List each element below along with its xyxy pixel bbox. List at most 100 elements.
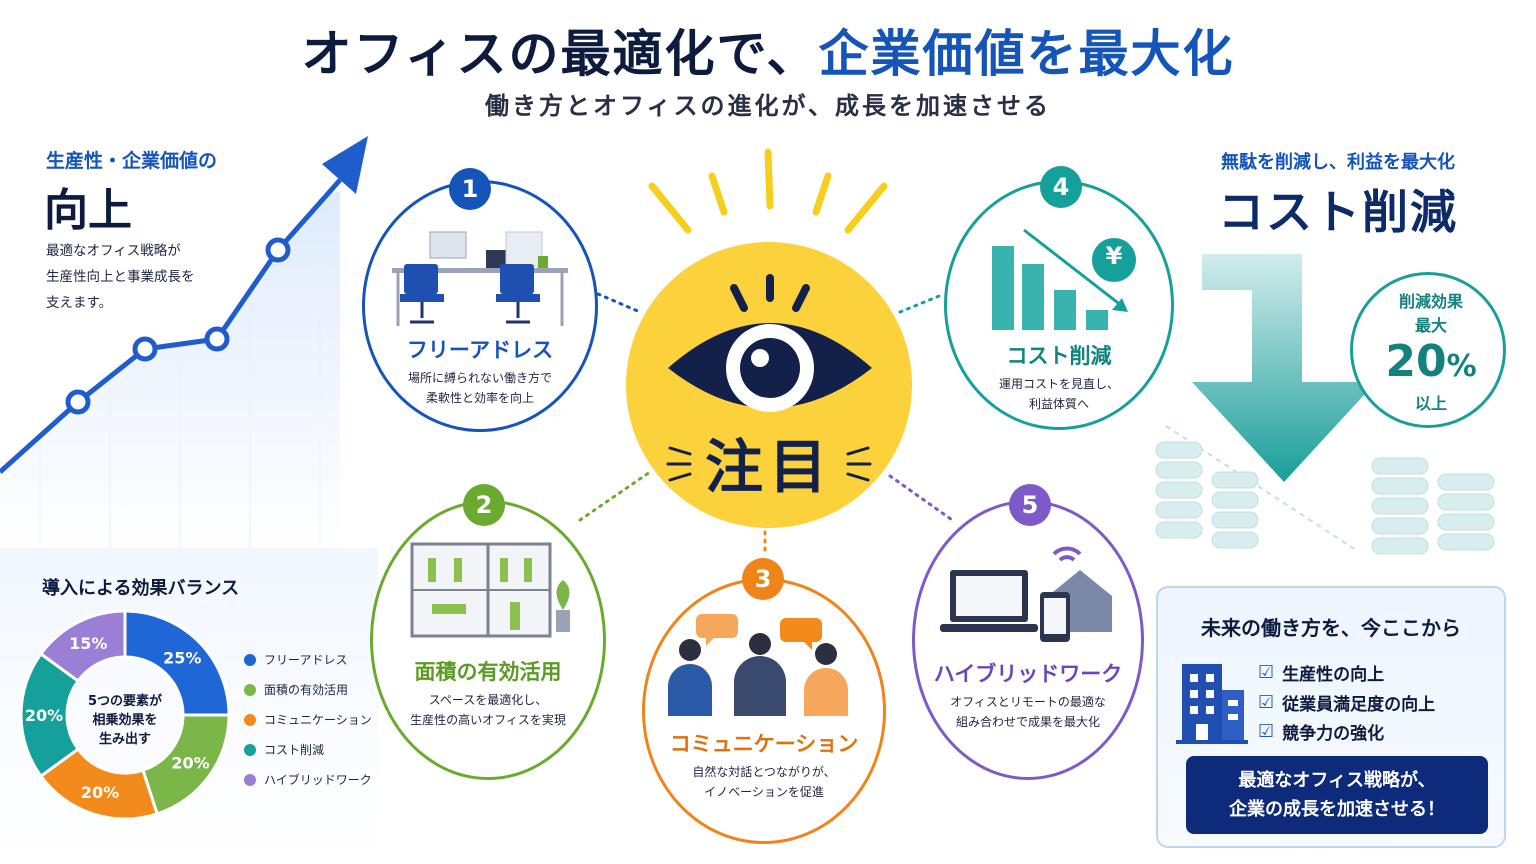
reduction-effect-badge [1350,272,1506,428]
cost-title: コスト削減 [1218,185,1458,239]
node-description: オフィスとリモートの最適な 組み合わせで成果を最大化 [912,692,1144,732]
cost-down-arrow-graphic [1155,254,1495,555]
node-desc-line: イノベーションを促進 [704,785,824,799]
node-description: 自然な対話とつながりが、 イノベーションを促進 [642,762,886,802]
legend-item-space: 面積の有効活用 [244,681,348,698]
check-label: 従業員満足度の向上 [1282,695,1436,715]
check-item-productivity: ☑ 生産性の向上 [1258,660,1384,685]
node-desc-line: 運用コストを見直し、 [998,377,1119,391]
effect-label: 削減効果 [1398,292,1463,311]
donut-slice [123,609,231,717]
node-description: スペースを最適化し、 生産性の高いオフィスを実現 [370,690,606,730]
legend-label: コスト削減 [264,743,325,757]
node-number-badge: 5 [1009,484,1051,526]
node-title: ハイブリッドワーク [933,662,1123,686]
page-title: オフィスの最適化で、企業価値を最大化 [0,14,1536,86]
node-description: 運用コストを見直し、 利益体質へ [944,374,1174,414]
effect-label-above: 以上 [1414,394,1447,413]
legend-item-free-address: フリーアドレス [244,651,348,668]
donut-center-line: 相乗効果を [92,713,158,728]
office-building-icon [1176,664,1248,744]
productivity-heading: 生産性・企業価値の [46,150,218,172]
node-title: コスト削減 [1006,344,1112,368]
page-subtitle: 働き方とオフィスの進化が、成長を加速させる [484,92,1052,120]
legend-label: コミュニケーション [264,713,372,727]
node-number-badge: 1 [449,168,491,210]
node-desc-line: 柔軟性と効率を向上 [425,391,534,405]
effect-value: 20% [1353,336,1509,393]
legend-dot [244,773,256,786]
legend-item-hybrid: ハイブリッドワーク [244,771,372,788]
productivity-title: 向上 [44,185,132,236]
donut-slice-label: 20% [25,706,63,725]
check-item-satisfaction: ☑ 従業員満足度の向上 [1258,690,1435,715]
people-talking-icon [668,614,848,716]
donut-center-line: 5つの要素が [87,694,163,709]
eye-icon [668,274,872,412]
legend-dot [244,743,256,756]
banner-line: 企業の成長を加速させる！ [1229,799,1445,820]
node-desc-line: オフィスとリモートの最適な [950,695,1106,709]
donut-slice-label: 20% [81,783,119,802]
donut-slice [38,609,127,684]
donut-center-text: 5つの要素が 相乗効果を 生み出す [70,692,180,749]
productivity-line: 最適なオフィス戦略が [46,243,181,259]
node-number-badge: 2 [463,484,505,526]
legend-item-cost: コスト削減 [244,741,324,758]
check-label: 競争力の強化 [1282,724,1385,744]
growth-arrow-graphic [0,136,368,550]
node-number-badge: 3 [742,558,784,600]
legend-label: 面積の有効活用 [264,683,349,697]
node-hybrid-work [912,500,1144,780]
node-desc-line: 組み合わせで成果を最大化 [955,715,1100,729]
node-desc-line: スペースを最適化し、 [428,693,548,707]
check-icon: ☑ [1258,692,1275,713]
productivity-line: 支えます。 [46,295,113,311]
laptop-home-icon [940,546,1112,642]
legend-item-communication: コミュニケーション [244,711,372,728]
effect-label-max: 最大 [1414,316,1447,335]
effect-number: 20 [1385,336,1447,387]
productivity-line: 生産性向上と事業成長を [46,269,195,285]
floor-plan-icon [410,542,570,638]
legend-dot [244,713,256,726]
emphasis-marks-icon [666,446,872,482]
legend-label: フリーアドレス [264,653,348,667]
future-banner: 最適なオフィス戦略が、 企業の成長を加速させる！ [1186,756,1488,834]
donut-center-line: 生み出す [98,732,151,747]
node-title: 面積の有効活用 [414,660,562,684]
node-space-utilization [370,500,606,780]
check-icon: ☑ [1258,662,1275,683]
cost-heading: 無駄を削減し、利益を最大化 [1221,152,1455,173]
effect-unit: % [1446,349,1477,384]
node-free-address [362,180,598,432]
donut-slice-label: 25% [163,649,201,668]
banner-line: 最適なオフィス戦略が、 [1238,770,1436,791]
check-item-competitiveness: ☑ 競争力の強化 [1258,719,1384,744]
legend-dot [244,683,256,696]
center-focus-label: 注目 [704,433,833,501]
node-title: フリーアドレス [406,338,554,362]
check-icon: ☑ [1258,721,1275,742]
node-title: コミュニケーション [669,732,859,756]
effect-donut-chart: 25% 20% 20% 20% 15% [19,609,231,821]
desk-chairs-icon [392,231,568,326]
node-desc-line: 生産性の高いオフィスを実現 [410,713,566,727]
title-part-1: オフィスの最適化で、 [301,25,819,83]
declining-bars-icon [992,228,1136,330]
yen-icon: ¥ [1105,242,1123,270]
node-description: 場所に縛られない働き方で 柔軟性と効率を向上 [362,368,598,408]
future-work-title: 未来の働き方を、今ここから [1201,616,1461,640]
title-part-2: 企業価値を最大化 [818,25,1235,83]
donut-slice-label: 15% [69,634,107,653]
legend-label: ハイブリッドワーク [264,773,372,787]
check-label: 生産性の向上 [1282,665,1385,685]
productivity-description: 最適なオフィス戦略が 生産性向上と事業成長を 支えます。 [46,238,246,316]
node-desc-line: 自然な対話とつながりが、 [692,765,836,779]
effect-balance-title: 導入による効果バランス [42,578,240,599]
node-number-badge: 4 [1040,166,1082,208]
node-desc-line: 場所に縛られない働き方で [407,371,552,385]
node-desc-line: 利益体質へ [1028,397,1089,411]
donut-slice-label: 20% [171,754,209,773]
